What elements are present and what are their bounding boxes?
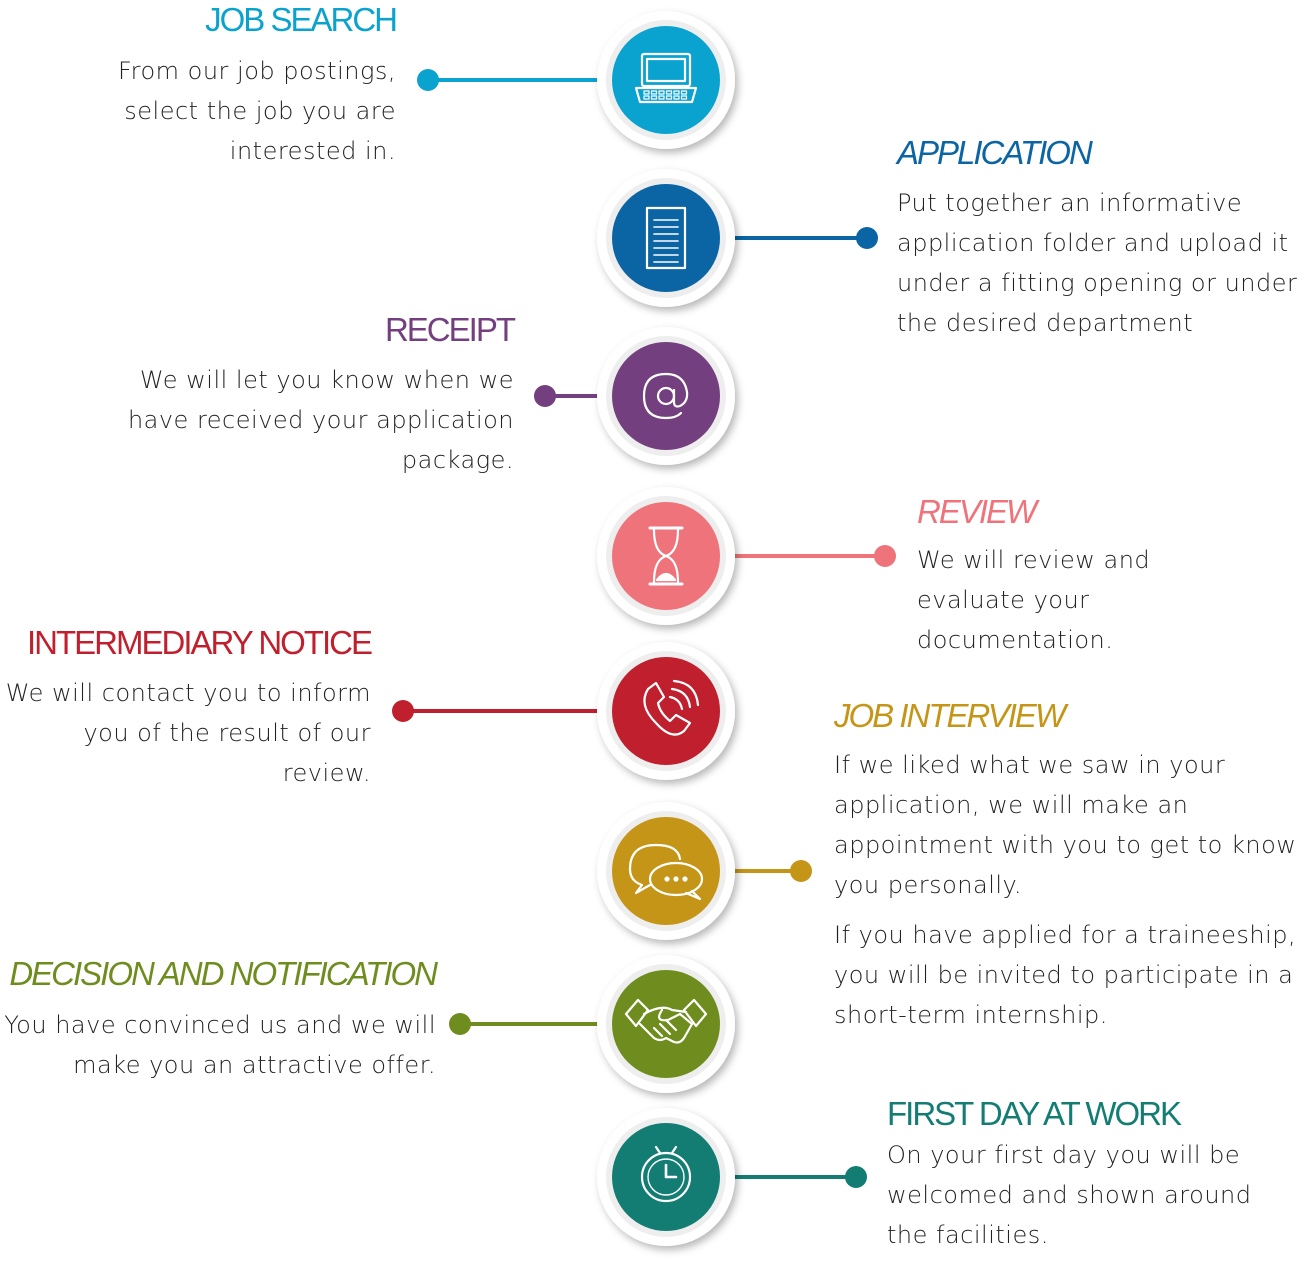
step-3-title: RECEIPT — [384, 311, 516, 348]
step-3-marker — [534, 327, 735, 465]
step-4-text: We will review and evaluate your documen… — [917, 546, 1151, 654]
handshake-icon — [624, 998, 708, 1044]
at-sign-icon — [642, 372, 689, 420]
step-5-title: INTERMEDIARY NOTICE — [27, 624, 373, 661]
step-1-description: From our job postings, select the job yo… — [96, 51, 396, 171]
step-8-text: On your first day you will be welcomed a… — [887, 1141, 1252, 1249]
step-2-connector-dot — [856, 227, 878, 249]
phone-icon — [643, 679, 700, 736]
step-7-description: You have convinced us and we will make y… — [4, 1005, 436, 1085]
step-5-description: We will contact you to inform you of the… — [3, 673, 371, 793]
step-8-title: FIRST DAY AT WORK — [887, 1095, 1182, 1132]
step-5-text: We will contact you to inform you of the… — [5, 679, 371, 787]
step-2-marker — [597, 169, 878, 307]
step-6-marker — [597, 802, 812, 940]
step-1-marker — [417, 11, 735, 149]
step-3-disc — [612, 342, 720, 450]
step-1-connector-dot — [417, 69, 439, 91]
step-3-text: We will let you know when we have receiv… — [127, 366, 514, 474]
step-6-text-2: If you have applied for a traineeship, y… — [834, 921, 1297, 1029]
step-7-title: DECISION AND NOTIFICATION — [9, 955, 438, 992]
step-8-marker — [597, 1108, 867, 1246]
step-3-description: We will let you know when we have receiv… — [124, 360, 514, 480]
step-1-title: JOB SEARCH — [205, 1, 398, 38]
step-4-connector-dot — [874, 545, 896, 567]
step-2-text: Put together an informative application … — [897, 189, 1298, 337]
step-6-title: JOB INTERVIEW — [834, 697, 1066, 734]
hourglass-icon — [648, 526, 684, 586]
laptop-icon — [634, 52, 698, 104]
step-6-connector-dot — [790, 860, 812, 882]
document-icon — [645, 206, 687, 270]
step-5-disc — [612, 657, 720, 765]
step-6-description: If we liked what we saw in your applicat… — [834, 745, 1302, 1035]
step-2-title: APPLICATION — [897, 134, 1093, 171]
chat-bubbles-icon — [628, 843, 704, 901]
step-4-title: REVIEW — [917, 493, 1037, 530]
step-3-connector-dot — [534, 385, 556, 407]
step-6-text-1: If we liked what we saw in your applicat… — [834, 751, 1297, 899]
step-4-description: We will review and evaluate your documen… — [917, 540, 1257, 660]
step-4-marker — [597, 487, 896, 625]
step-8-description: On your first day you will be welcomed a… — [887, 1135, 1292, 1255]
step-1-text: From our job postings, select the job yo… — [118, 57, 396, 165]
step-8-connector-dot — [845, 1166, 867, 1188]
step-2-disc — [612, 184, 720, 292]
clock-icon — [640, 1145, 692, 1203]
step-7-marker — [449, 955, 735, 1093]
step-7-disc — [612, 970, 720, 1078]
step-6-disc — [612, 817, 720, 925]
step-7-connector-dot — [449, 1013, 471, 1035]
step-2-description: Put together an informative application … — [897, 183, 1302, 343]
step-5-marker — [392, 642, 735, 780]
step-7-text: You have convinced us and we will make y… — [4, 1011, 436, 1079]
step-5-connector-dot — [392, 700, 414, 722]
